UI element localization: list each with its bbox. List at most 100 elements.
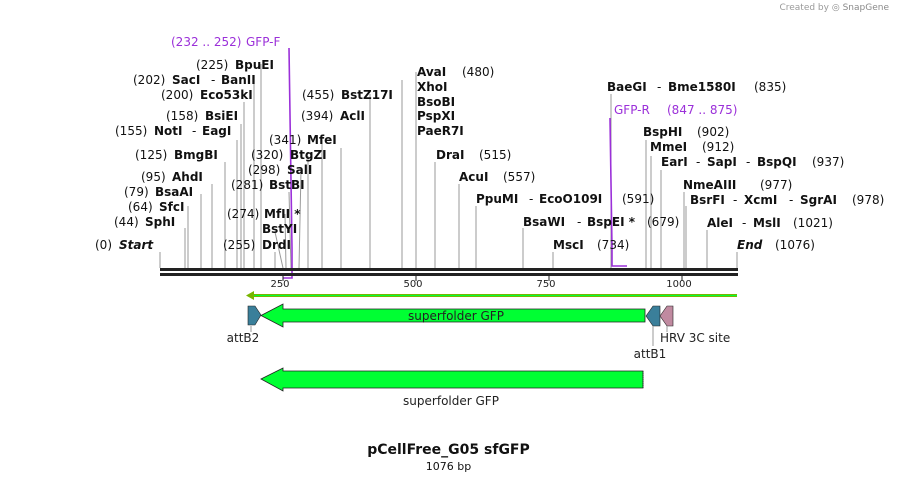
site-pspxi[interactable]: PspXI (417, 109, 455, 123)
feature-attb2[interactable] (247, 305, 262, 326)
svg-text:EagI: EagI (202, 124, 231, 138)
svg-text:BsrFI: BsrFI (690, 193, 725, 207)
sequence-backbone (160, 268, 738, 276)
site-drai[interactable]: DraI (515) (436, 148, 511, 162)
site-saci[interactable]: (202) SacI - BanII (133, 73, 256, 87)
site-ppumi[interactable]: PpuMI - EcoO109I (591) (476, 192, 654, 206)
site-drdi[interactable]: (255) DrdI (223, 238, 291, 252)
site-acli[interactable]: (394) AclI (301, 109, 365, 123)
svg-text:-: - (696, 155, 700, 169)
feature-hrv-3c-site[interactable] (659, 305, 674, 327)
site-bsiei[interactable]: (158) BsiEI (166, 109, 238, 123)
svg-text:XcmI: XcmI (744, 193, 777, 207)
svg-text:AcuI: AcuI (459, 170, 488, 184)
site-mfei[interactable]: (341) MfeI (269, 133, 337, 147)
site-baegi[interactable]: BaeGI - Bme1580I (835) (607, 80, 786, 94)
svg-text:(734): (734) (597, 238, 629, 252)
site-bstyi[interactable]: BstYI (262, 222, 297, 236)
site-bpuei[interactable]: (225) BpuEI (196, 58, 274, 72)
site-xhoi[interactable]: XhoI (417, 80, 448, 94)
site-bstbi[interactable]: (281) BstBI (231, 178, 305, 192)
svg-text:-: - (211, 73, 215, 87)
svg-text:(515): (515) (479, 148, 511, 162)
site-end[interactable]: End (1076) (737, 238, 815, 252)
feature-superfolder-gfp[interactable] (260, 303, 646, 328)
svg-text:BsaAI: BsaAI (155, 185, 193, 199)
site-bsobi[interactable]: BsoBI (417, 95, 455, 109)
site-sphi[interactable]: (44) SphI (114, 215, 175, 229)
svg-text:(158): (158) (166, 109, 198, 123)
feature-attb1[interactable] (645, 305, 661, 327)
svg-text:(225): (225) (196, 58, 228, 72)
site-bmgbi[interactable]: (125) BmgBI (135, 148, 218, 162)
svg-text:SphI: SphI (145, 215, 175, 229)
svg-text:AleI: AleI (707, 216, 733, 230)
svg-text:BtgZI: BtgZI (290, 148, 327, 162)
svg-text:SacI: SacI (172, 73, 200, 87)
orf-arrow-top[interactable] (246, 291, 737, 300)
svg-text:BaeGI: BaeGI (607, 80, 647, 94)
site-noti[interactable]: (155) NotI - EagI (115, 124, 231, 138)
site-alei[interactable]: AleI - MslI (1021) (707, 216, 833, 230)
svg-text:(281): (281) (231, 178, 263, 192)
site-sfci[interactable]: (64) SfcI (128, 200, 184, 214)
svg-text:(835): (835) (754, 80, 786, 94)
site-acui[interactable]: AcuI (557) (459, 170, 535, 184)
site-avai[interactable]: AvaI (480) (417, 65, 494, 79)
svg-text:BmgBI: BmgBI (174, 148, 218, 162)
svg-text:(274): (274) (227, 207, 259, 221)
svg-text:-: - (742, 216, 746, 230)
svg-text:PspXI: PspXI (417, 109, 455, 123)
site-bsaai[interactable]: (79) BsaAI (124, 185, 193, 199)
primer-gfp-f[interactable] (283, 47, 293, 279)
ruler-tick-label: 250 (270, 279, 289, 290)
site-sali[interactable]: (298) SalI (248, 163, 312, 177)
svg-text:NmeAIII: NmeAIII (683, 178, 736, 192)
ruler-tick-label: 750 (536, 279, 555, 290)
primer-gfp-r[interactable] (609, 117, 627, 267)
site-mmei[interactable]: MmeI (912) (650, 140, 734, 154)
svg-text:(155): (155) (115, 124, 147, 138)
site-start[interactable]: (0) Start (95, 238, 154, 252)
svg-text:(44): (44) (114, 215, 139, 229)
svg-text:End: End (737, 238, 763, 252)
svg-text:(937): (937) (812, 155, 844, 169)
svg-text:EarI: EarI (661, 155, 688, 169)
svg-text:(902): (902) (697, 125, 729, 139)
svg-text:(298): (298) (248, 163, 280, 177)
svg-text:SapI: SapI (707, 155, 737, 169)
site-eco53ki[interactable]: (200) Eco53kI (161, 88, 253, 102)
feature-label-superfolder-gfp: superfolder GFP (408, 309, 504, 323)
site-paer7i[interactable]: PaeR7I (417, 124, 464, 138)
svg-text:(64): (64) (128, 200, 153, 214)
site-mfli[interactable]: (274) MfII * (227, 207, 301, 221)
site-eari[interactable]: EarI - SapI - BspQI (937) (661, 155, 844, 169)
site-nmeaiii[interactable]: NmeAIII (977) (683, 178, 792, 192)
svg-text:BstZ17I: BstZ17I (341, 88, 393, 102)
svg-text:(202): (202) (133, 73, 165, 87)
snapgene-watermark: Created by ◎ SnapGene (779, 3, 889, 13)
svg-text:(1021): (1021) (793, 216, 833, 230)
svg-text:EcoO109I: EcoO109I (539, 192, 602, 206)
svg-text:(200): (200) (161, 88, 193, 102)
site-bsawi[interactable]: BsaWI - BspEI * (679) (523, 215, 679, 229)
svg-text:(0): (0) (95, 238, 112, 252)
svg-text:Bme1580I: Bme1580I (668, 80, 736, 94)
ruler (282, 276, 683, 281)
site-bsrfi[interactable]: BsrFI - XcmI - SgrAI (978) (690, 193, 884, 207)
site-leader-lines (159, 64, 738, 269)
feature-label-attb1: attB1 (634, 347, 667, 361)
site-ahdi[interactable]: (95) AhdI (141, 170, 203, 184)
svg-text:(125): (125) (135, 148, 167, 162)
svg-text:(977): (977) (760, 178, 792, 192)
svg-text:Eco53kI: Eco53kI (200, 88, 253, 102)
feature-orf-superfolder-gfp[interactable] (260, 367, 644, 392)
site-bsphi[interactable]: BspHI (902) (643, 125, 729, 139)
site-btgzi[interactable]: (320) BtgZI (251, 148, 327, 162)
site-msci[interactable]: MscI (734) (553, 238, 629, 252)
site-bstz17i[interactable]: (455) BstZ17I (302, 88, 393, 102)
svg-text:-: - (657, 80, 661, 94)
ruler-tick-label: 1000 (666, 279, 691, 290)
svg-text:BsoBI: BsoBI (417, 95, 455, 109)
